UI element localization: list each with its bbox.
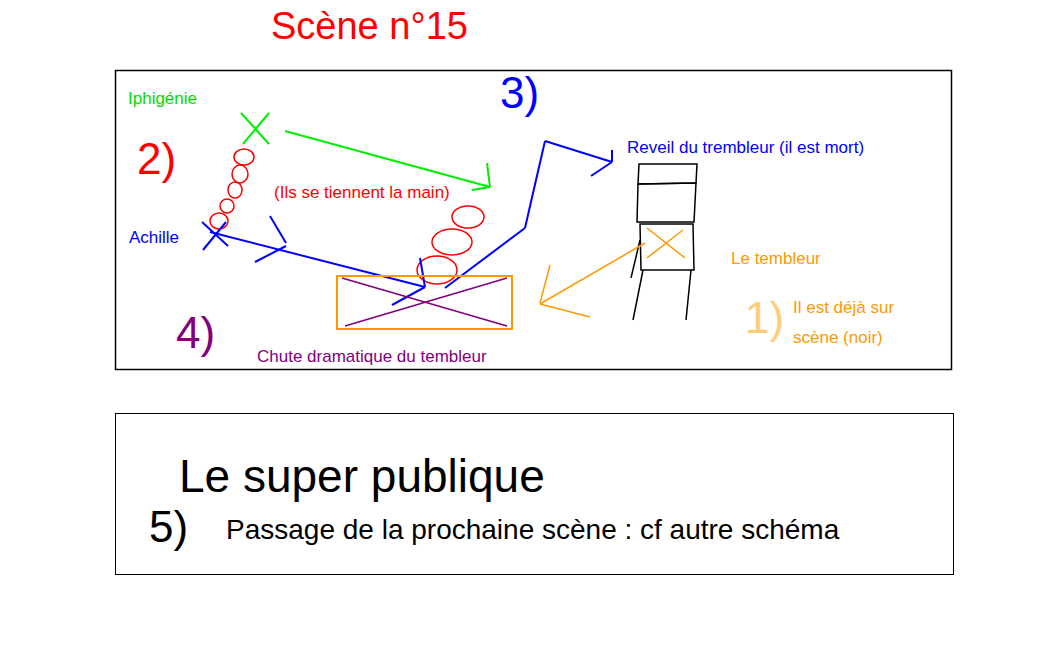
chair-drawing [631, 164, 697, 320]
character-name: Iphigénie [128, 89, 197, 109]
stage-note: (Ils se tiennent la main) [274, 183, 450, 203]
stage-note: Il est déjà sur scène (noir) [793, 293, 921, 353]
box-note: Passage de la prochaine scène : cf autre… [226, 514, 839, 546]
achille-path [202, 141, 612, 305]
callout-number: 2) [137, 134, 176, 185]
iphigenie-marks [241, 113, 490, 190]
box-heading: Le super publique [179, 450, 545, 503]
callout-number: 4) [176, 308, 215, 359]
character-name: Achille [129, 228, 179, 248]
character-name: Le tembleur [731, 249, 821, 269]
fall-cross [342, 278, 507, 326]
callout-number: 3) [500, 68, 539, 119]
callout-number: 5) [149, 502, 188, 553]
callout-number: 1) [745, 293, 784, 344]
hand-chain [210, 149, 484, 284]
platform-caption: Chute dramatique du tembleur [257, 347, 487, 367]
trembleur-path [540, 228, 685, 317]
audience-box: Le super publique5) Passage de la prochai… [115, 413, 954, 575]
fall-platform: Chute dramatique du tembleur [336, 275, 513, 330]
stage-note: Reveil du trembleur (il est mort) [627, 138, 864, 158]
scene-title: Scène n°15 [271, 5, 468, 49]
